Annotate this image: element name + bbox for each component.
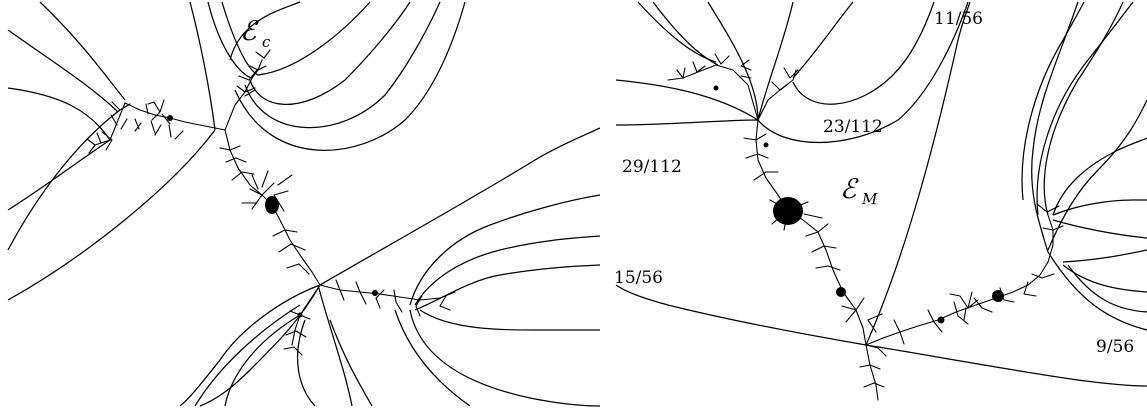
mray-17 bbox=[1052, 199, 1147, 216]
mandelbrot-figure: ℰ M 11/56 23/112 29/112 15/56 9/56 bbox=[614, 1, 1147, 401]
ray-right-6 bbox=[409, 309, 600, 407]
mray-19 bbox=[1062, 249, 1147, 263]
mray-11 bbox=[615, 284, 867, 346]
julia-set-panel: ℰ c bbox=[7, 1, 600, 407]
mandelbrot-node-2 bbox=[992, 290, 1004, 302]
mray-18 bbox=[1052, 219, 1147, 239]
mray-21 bbox=[1067, 264, 1147, 313]
ray-top-b bbox=[221, 1, 371, 76]
ray-top-a bbox=[207, 1, 253, 79]
mray-8 bbox=[792, 1, 935, 105]
label-ec: ℰ c bbox=[240, 16, 271, 51]
ray-bottom-5 bbox=[297, 319, 316, 407]
julia-blobs bbox=[167, 115, 378, 318]
mandelbrot-panel: ℰ M 11/56 23/112 29/112 15/56 9/56 bbox=[608, 0, 1147, 408]
julia-node-1 bbox=[167, 115, 173, 121]
angle-label-a1: 11/56 bbox=[934, 9, 983, 29]
angle-label-a5: 9/56 bbox=[1096, 337, 1134, 357]
mandelbrot-node-4 bbox=[713, 85, 719, 91]
ray-left-top-1 bbox=[7, 87, 111, 211]
julia-node-3 bbox=[297, 312, 303, 318]
mray-10 bbox=[865, 1, 971, 346]
angle-label-a2: 23/112 bbox=[823, 117, 883, 137]
label-em: ℰ M bbox=[840, 174, 878, 208]
angle-label-a4: 15/56 bbox=[614, 268, 663, 288]
label-ec-main: ℰ bbox=[240, 16, 259, 47]
ray-right-4 bbox=[414, 264, 600, 311]
mandelbrot-node-5 bbox=[763, 142, 769, 148]
mray-22 bbox=[1047, 251, 1147, 331]
ray-bottom-4 bbox=[224, 314, 301, 407]
mandelbrot-dendrite bbox=[667, 53, 1064, 401]
ray-left-mid-1 bbox=[7, 129, 216, 301]
mray-3 bbox=[707, 1, 759, 121]
mray-4 bbox=[615, 119, 759, 126]
ray-left-top-2 bbox=[7, 29, 119, 113]
mandelbrot-node-3 bbox=[937, 316, 945, 324]
ray-left-mid-2 bbox=[189, 1, 216, 131]
ray-left-top-3 bbox=[7, 109, 121, 251]
mray-13 bbox=[1031, 1, 1079, 253]
mray-23 bbox=[1036, 1, 1134, 216]
ray-right-1 bbox=[319, 127, 600, 286]
label-em-sub: M bbox=[861, 190, 878, 208]
julia-core bbox=[265, 196, 279, 214]
julia-node-2 bbox=[372, 290, 378, 296]
mray-5 bbox=[615, 79, 759, 121]
ray-bottom-6 bbox=[329, 319, 373, 407]
ray-bottom-7 bbox=[199, 284, 321, 407]
ray-bottom-1 bbox=[317, 284, 353, 407]
mray-16 bbox=[1052, 137, 1147, 216]
mray-7 bbox=[792, 1, 854, 79]
left-external-rays bbox=[7, 1, 600, 407]
ray-right-2 bbox=[409, 194, 600, 306]
ray-bottom-3 bbox=[194, 304, 301, 407]
mray-20 bbox=[1062, 264, 1147, 293]
label-ec-sub: c bbox=[262, 33, 271, 51]
julia-set-figure: ℰ c bbox=[7, 1, 600, 407]
mray-12 bbox=[865, 344, 1147, 387]
mray-6 bbox=[757, 1, 794, 121]
ray-bottom-2 bbox=[179, 284, 321, 407]
ray-top-f bbox=[229, 1, 301, 61]
ray-right-3 bbox=[414, 235, 600, 306]
mandelbrot-node-1 bbox=[836, 287, 846, 297]
label-em-main: ℰ bbox=[840, 174, 859, 205]
ray-left-top-4 bbox=[39, 1, 126, 101]
ray-top-e bbox=[234, 1, 466, 151]
mray-9 bbox=[757, 1, 969, 143]
ray-right-5 bbox=[419, 309, 600, 331]
mray-24 bbox=[1021, 1, 1085, 201]
mray-15 bbox=[1043, 1, 1124, 216]
right-external-rays bbox=[615, 1, 1147, 387]
ray-right-7 bbox=[394, 309, 471, 407]
angle-label-a3: 29/112 bbox=[622, 157, 682, 177]
ray-top-c bbox=[249, 1, 411, 105]
mray-14 bbox=[1047, 99, 1147, 251]
mandelbrot-main-blob bbox=[773, 197, 803, 225]
mray-2 bbox=[652, 1, 719, 66]
ray-top-d bbox=[244, 1, 441, 129]
mandelbrot-blobs bbox=[713, 85, 1004, 324]
